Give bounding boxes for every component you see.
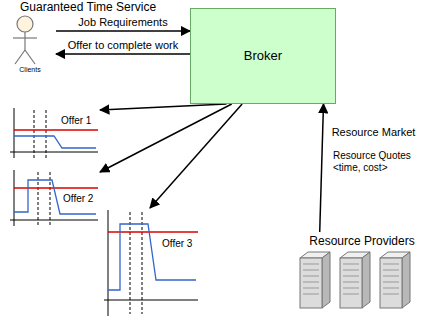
server-stripe	[343, 264, 359, 265]
resource-providers: Resource Providers	[288, 232, 436, 316]
server-stripe	[383, 276, 399, 277]
server-stripe	[343, 276, 359, 277]
connector-arrow	[56, 30, 190, 32]
cost-line	[14, 129, 98, 130]
cost-line	[108, 231, 198, 232]
broker-name: Broker	[191, 49, 335, 63]
server-stripe	[303, 276, 319, 277]
server-icon	[300, 252, 330, 308]
server-stripe	[383, 270, 399, 271]
client-figure	[13, 16, 37, 64]
note-label: Resource Quotes <time, cost>	[332, 150, 430, 173]
value-line	[14, 136, 96, 148]
server-front	[380, 258, 402, 308]
value-line	[108, 224, 196, 290]
deadline-line	[46, 110, 47, 158]
server-stripe	[303, 264, 319, 265]
value-line	[14, 180, 96, 214]
deadline-line	[34, 110, 35, 158]
deadline-line	[130, 212, 131, 314]
connector-arrow	[56, 53, 190, 55]
server-stripe	[383, 282, 399, 283]
server-stripe	[343, 270, 359, 271]
chart-axis	[10, 220, 98, 221]
offer-chart	[10, 170, 98, 226]
server-stripe	[303, 282, 319, 283]
server-icon	[380, 252, 410, 308]
cost-line	[14, 187, 98, 188]
offer-chart	[10, 108, 98, 158]
node-label: Resource Providers	[288, 235, 436, 248]
server-stripe	[303, 288, 319, 289]
server-stripe	[383, 264, 399, 265]
figure-head	[17, 16, 33, 32]
server-stripe	[343, 294, 359, 295]
server-stripes	[303, 264, 399, 294]
edge-label: Job Requirements	[77, 16, 168, 29]
deadline-line	[142, 212, 143, 314]
node-label: Clients	[4, 66, 56, 74]
offer-chart-node: Offer 1	[8, 106, 100, 162]
server-stripe	[383, 294, 399, 295]
server-side	[322, 252, 330, 308]
server-stripe	[343, 282, 359, 283]
chart-axis	[10, 152, 98, 153]
chart-axis	[14, 108, 15, 158]
client-actor: Clients	[4, 14, 56, 76]
edge-label: Offer to complete work	[67, 39, 179, 52]
heading: Guaranteed Time Service	[20, 1, 156, 14]
server-stripe	[303, 270, 319, 271]
server-icons	[300, 252, 410, 308]
server-stripe	[303, 294, 319, 295]
figure-body	[24, 32, 25, 50]
edge-label: Resource Market	[331, 126, 417, 139]
server-front	[340, 258, 362, 308]
figure-leg	[15, 50, 25, 64]
server-side	[402, 252, 410, 308]
connector-arrow	[320, 104, 324, 232]
figure-leg	[25, 50, 35, 64]
server-stripe	[343, 288, 359, 289]
connector-arrow	[100, 104, 227, 110]
server-front	[300, 258, 322, 308]
connector-arrow	[150, 104, 242, 208]
server-icon	[340, 252, 370, 308]
chart-axis	[14, 170, 15, 226]
figure-arms	[13, 37, 37, 38]
node-label: Offer 3	[161, 238, 193, 249]
broker-box: Broker	[190, 8, 336, 104]
chart-axis	[104, 300, 198, 301]
offer-chart-node: Offer 2	[8, 168, 100, 228]
offer-chart-node: Offer 3	[103, 208, 203, 316]
server-stripe	[383, 288, 399, 289]
server-side	[362, 252, 370, 308]
offer-chart	[104, 210, 198, 316]
node-label: Offer 2	[62, 193, 94, 204]
node-label: Offer 1	[60, 115, 92, 126]
